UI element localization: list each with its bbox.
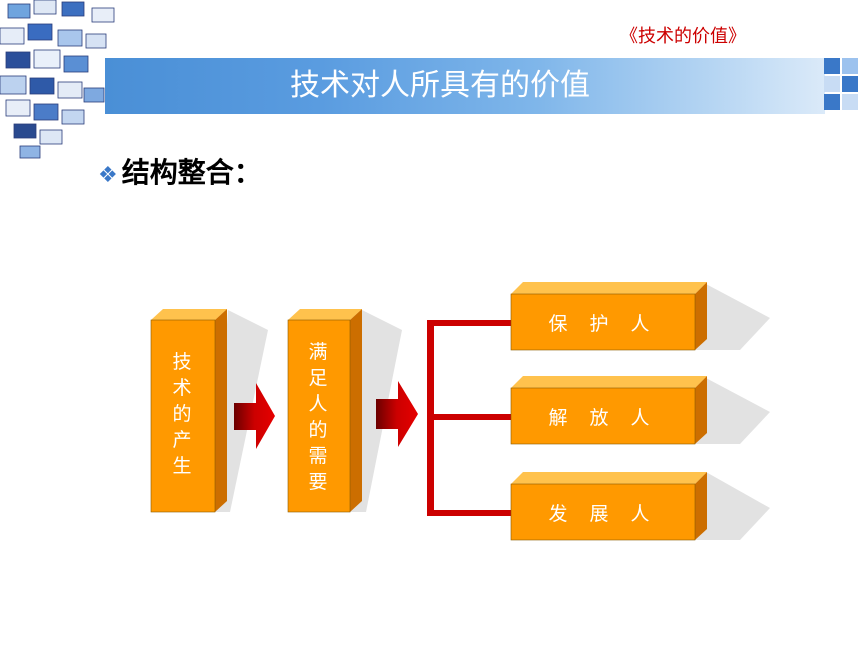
outcome-box bbox=[510, 472, 707, 541]
outcome-box bbox=[510, 282, 707, 351]
bracket-connector bbox=[427, 320, 511, 516]
box-shadow bbox=[694, 378, 770, 444]
diamond-bullet-icon: ❖ bbox=[98, 163, 118, 188]
cube-logo bbox=[0, 0, 115, 159]
arrow-right-icon bbox=[376, 381, 418, 447]
middle-box-label: 满 足 人 的 需 要 bbox=[308, 341, 330, 493]
slide-title: 技术对人所具有的价值 bbox=[290, 68, 590, 103]
source-box bbox=[150, 309, 227, 513]
outcome-box bbox=[510, 376, 707, 445]
middle-box bbox=[287, 309, 362, 513]
title-bar bbox=[105, 58, 825, 114]
box-shadow bbox=[694, 284, 770, 350]
section-heading: ❖结构整合： bbox=[98, 151, 262, 191]
corner-squares bbox=[824, 58, 858, 110]
outcome-label-protect: 保 护 人 bbox=[548, 313, 658, 335]
outcome-label-develop: 发 展 人 bbox=[548, 503, 658, 525]
section-heading-text: 结构整合： bbox=[121, 156, 262, 189]
slide-subtitle: 《技术的价值》 bbox=[620, 26, 746, 47]
box-shadow bbox=[694, 472, 770, 540]
outcome-label-liberate: 解 放 人 bbox=[548, 407, 658, 429]
source-box-label: 技 术 的 产 生 bbox=[172, 351, 194, 477]
arrow-right-icon bbox=[234, 383, 275, 449]
